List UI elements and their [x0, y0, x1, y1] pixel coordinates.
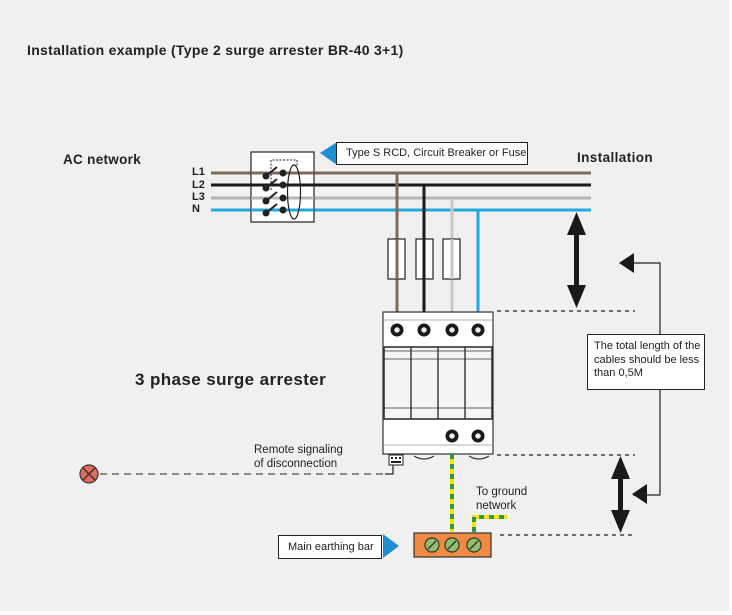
double-arrow-upper-icon [567, 212, 586, 308]
rcd-pointer-icon [320, 142, 337, 165]
earthing-pointer-icon [383, 534, 399, 558]
ground-network-line-2: network [476, 500, 517, 512]
surge-arrester-device [382, 311, 494, 466]
earthing-bar-callout: Main earthing bar [278, 535, 382, 559]
ground-network-line-1: To ground [476, 486, 528, 498]
ground-wire-network [472, 515, 507, 532]
bottom-strip [0, 611, 732, 615]
diagram-title: Installation example (Type 2 surge arres… [27, 42, 404, 58]
signal-lamp-icon [79, 464, 99, 484]
remote-signaling-line-2: of disconnection [254, 458, 338, 470]
ac-network-label: AC network [63, 152, 142, 167]
earthing-bar [413, 532, 492, 558]
line-label-n: N [192, 203, 200, 215]
line-label-l1: L1 [192, 166, 205, 178]
line-label-l2: L2 [192, 179, 205, 191]
line-label-l3: L3 [192, 191, 205, 203]
signal-wire [385, 465, 394, 475]
breaker-box [250, 151, 315, 223]
double-arrow-lower-icon [611, 456, 630, 533]
rcd-callout: Type S RCD, Circuit Breaker or Fuse [336, 142, 528, 165]
installation-label: Installation [577, 150, 654, 165]
bracket-arrow-bottom-icon [632, 484, 647, 504]
remote-signaling-label: Remote signaling of disconnection [254, 443, 343, 471]
ground-network-label: To ground network [476, 485, 527, 513]
remote-signaling-line-1: Remote signaling [254, 444, 343, 456]
edge-strip [729, 0, 732, 615]
surge-arrester-label: 3 phase surge arrester [135, 370, 327, 389]
bracket-arrow-top-icon [619, 253, 634, 273]
cable-length-callout: The total length of the cables should be… [587, 334, 705, 390]
